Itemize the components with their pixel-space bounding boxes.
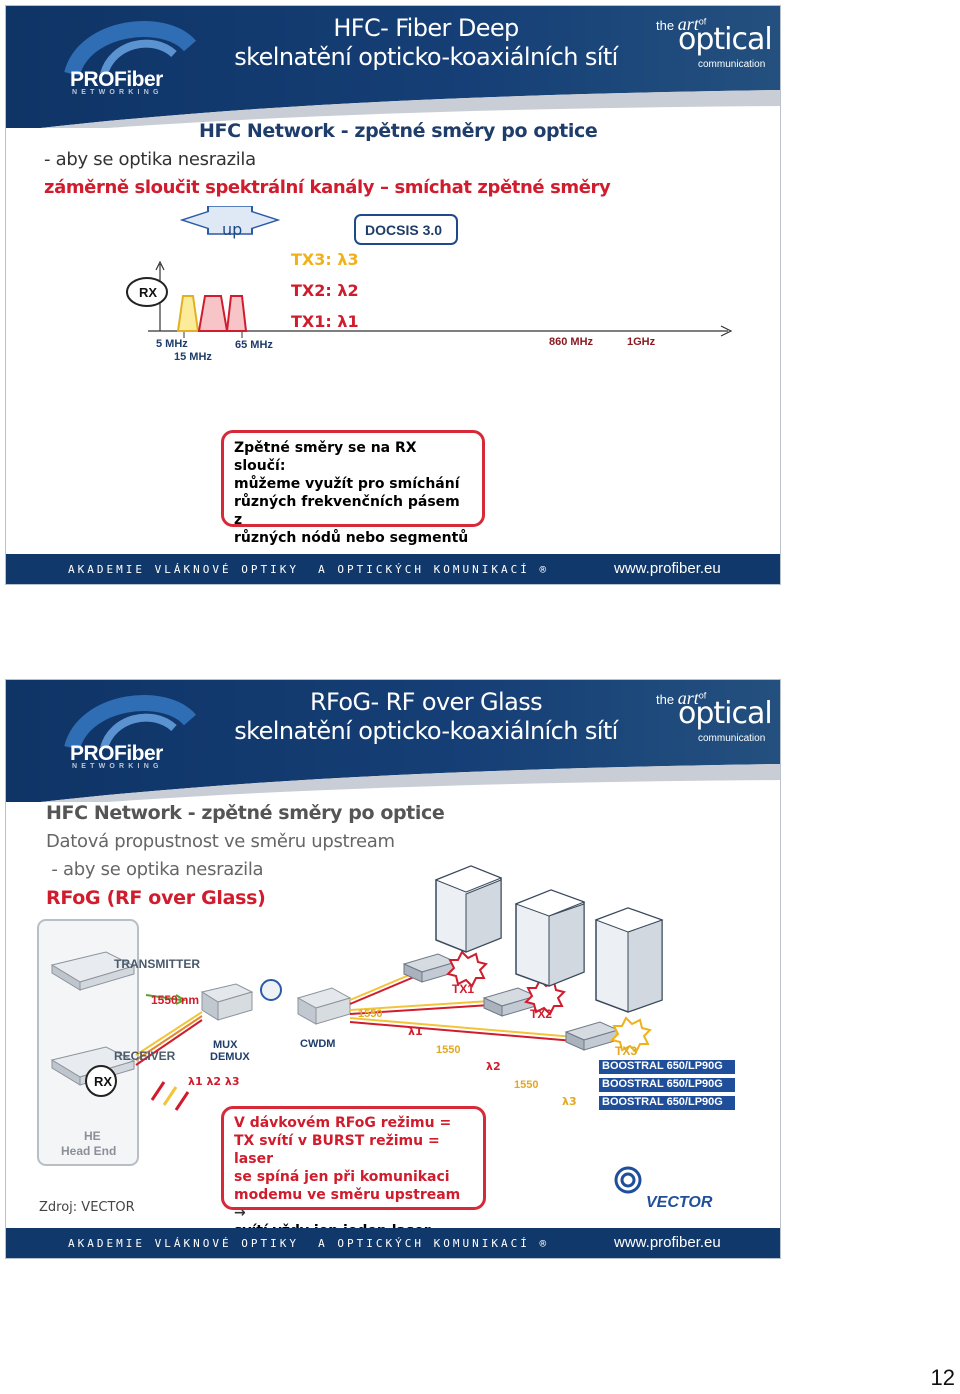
tx1-label: TX1 (452, 982, 475, 996)
building-icon-1 (434, 865, 503, 953)
profiber-logo: PROFiber NETWORKING (64, 16, 204, 96)
lambdas-combined: λ1 λ2 λ3 (188, 1075, 240, 1088)
boostral-label-1: BOOSTRAL 650/LP90G (602, 1060, 723, 1072)
spectrum-diagram (126, 206, 733, 338)
art-of-optical-logo: the artof optical communication (656, 14, 773, 70)
band-1 (176, 295, 200, 332)
freq-860mhz: 860 MHz (549, 336, 594, 348)
text-line-2: - aby se optika nesrazila (46, 859, 264, 880)
rx-label: RX (139, 285, 158, 300)
slide-title: RFoG- RF over Glass skelnatění opticko-k… (186, 688, 666, 746)
vector-logo-text: VECTOR (646, 1194, 713, 1211)
source-label: Zdroj: VECTOR (39, 1200, 135, 1215)
tx3-burst-icon (610, 1016, 652, 1054)
up-arrow-icon (179, 206, 281, 235)
boostral-label-2: BOOSTRAL 650/LP90G (602, 1078, 723, 1090)
tx3-label: TX3: λ3 (291, 250, 359, 269)
slide-footer: AKADEMIE VLÁKNOVÉ OPTIKY A OPTICKÝCH KOM… (6, 1228, 780, 1258)
logo-subtext: NETWORKING (72, 763, 163, 770)
freq-5mhz: 5 MHz (156, 338, 188, 350)
logo-arch-icon (64, 21, 197, 77)
transmitter-label: TRANSMITTER (114, 957, 200, 971)
text-line-3: RFoG (RF over Glass) (46, 887, 266, 909)
slide-header-background (6, 6, 780, 128)
tx2-label: TX2: λ2 (291, 281, 359, 300)
vector-logo-icon (614, 1166, 642, 1194)
page-number: 12 (930, 1365, 955, 1390)
building-icon-2 (514, 889, 586, 987)
tx1-burst-icon (446, 950, 488, 988)
tx3-label: TX3 (615, 1044, 638, 1058)
slide-hfc-fiber-deep: PROFiber NETWORKING HFC- Fiber Deep skel… (5, 5, 781, 585)
footer-url[interactable]: www.profiber.eu (614, 560, 721, 577)
title-line-2: skelnatění opticko-koaxiálních sítí (234, 717, 618, 745)
head-end-panel (37, 919, 139, 1166)
footer-akademie: AKADEMIE VLÁKNOVÉ OPTIKY A OPTICKÝCH KOM… (68, 1237, 550, 1250)
cwdm-label: CWDM (300, 1038, 336, 1050)
docsis-box (354, 214, 458, 245)
wavelength-1550nm: 1550 nm (151, 993, 200, 1007)
logo-subtext: NETWORKING (72, 89, 163, 96)
splitter-icon (260, 979, 282, 1001)
art-of-optical-logo: the artof optical communication (656, 688, 773, 744)
logo-arch-icon (64, 695, 197, 751)
downstream-arrow-icon (145, 994, 182, 1001)
up-label: up (222, 220, 243, 239)
title-line-1: HFC- Fiber Deep (333, 14, 519, 42)
text-line-1: Datová propustnost ve směru upstream (46, 831, 395, 852)
lambda-3: λ3 (562, 1095, 577, 1108)
boostral-label-3: BOOSTRAL 650/LP90G (602, 1096, 723, 1108)
slide-title: HFC- Fiber Deep skelnatění opticko-koaxi… (186, 14, 666, 72)
arrow-right-icon: → (234, 1205, 246, 1221)
slide-heading: HFC Network - zpětné směry po optice (199, 120, 598, 142)
docsis-label: DOCSIS 3.0 (365, 222, 443, 238)
fiber-1550-b: 1550 (436, 1044, 461, 1056)
building-icon-3 (594, 907, 664, 1013)
receiver-label: RECEIVER (114, 1049, 176, 1063)
rx-circle (126, 277, 168, 307)
mux-label: MUX (213, 1039, 238, 1051)
head-end-label: Head End (61, 1144, 117, 1158)
callout-box-2: V dávkovém RFoG režimu = TX svítí v BURS… (221, 1106, 486, 1239)
tx2-burst-icon (524, 978, 566, 1016)
slide-footer: AKADEMIE VLÁKNOVÉ OPTIKY A OPTICKÝCH KOM… (6, 554, 780, 584)
axis-arrow-icon (720, 325, 733, 337)
freq-1ghz: 1GHz (627, 336, 656, 348)
upstream-arrow-icon (174, 1091, 190, 1111)
footer-url[interactable]: www.profiber.eu (614, 1234, 721, 1251)
tx2-label: TX2 (530, 1007, 553, 1021)
logo-text: PROFiber (70, 742, 163, 765)
he-label: HE (84, 1129, 101, 1143)
freq-65mhz: 65 MHz (235, 339, 273, 351)
fiber-1550-c: 1550 (514, 1079, 539, 1091)
slide-header-background (6, 680, 780, 802)
lambda-1: λ1 (408, 1025, 423, 1038)
text-line-1: - aby se optika nesrazila (44, 149, 256, 170)
slide-heading: HFC Network - zpětné směry po optice (46, 802, 445, 824)
rfog-network-diagram (37, 865, 735, 1194)
freq-15mhz: 15 MHz (174, 351, 212, 363)
fiber-1550-a: 1550 (358, 1008, 383, 1020)
band-3 (225, 295, 248, 332)
logo-text: PROFiber (70, 68, 163, 91)
text-line-2: záměrně sloučit spektrální kanály – smíc… (44, 177, 611, 198)
rx-circle (85, 1065, 117, 1097)
callout-box-1: Zpětné směry se na RX sloučí: můžeme vyu… (221, 430, 485, 546)
title-line-1: RFoG- RF over Glass (309, 688, 543, 716)
profiber-logo: PROFiber NETWORKING (64, 690, 204, 770)
footer-akademie: AKADEMIE VLÁKNOVÉ OPTIKY A OPTICKÝCH KOM… (68, 563, 550, 576)
band-2 (197, 295, 229, 332)
slide-rfog: PROFiber NETWORKING RFoG- RF over Glass … (5, 679, 781, 1259)
demux-label: DEMUX (210, 1051, 250, 1063)
title-line-2: skelnatění opticko-koaxiálních sítí (234, 43, 618, 71)
tx1-label: TX1: λ1 (291, 312, 359, 331)
lambda-2: λ2 (486, 1060, 501, 1073)
rx-label: RX (94, 1074, 113, 1089)
